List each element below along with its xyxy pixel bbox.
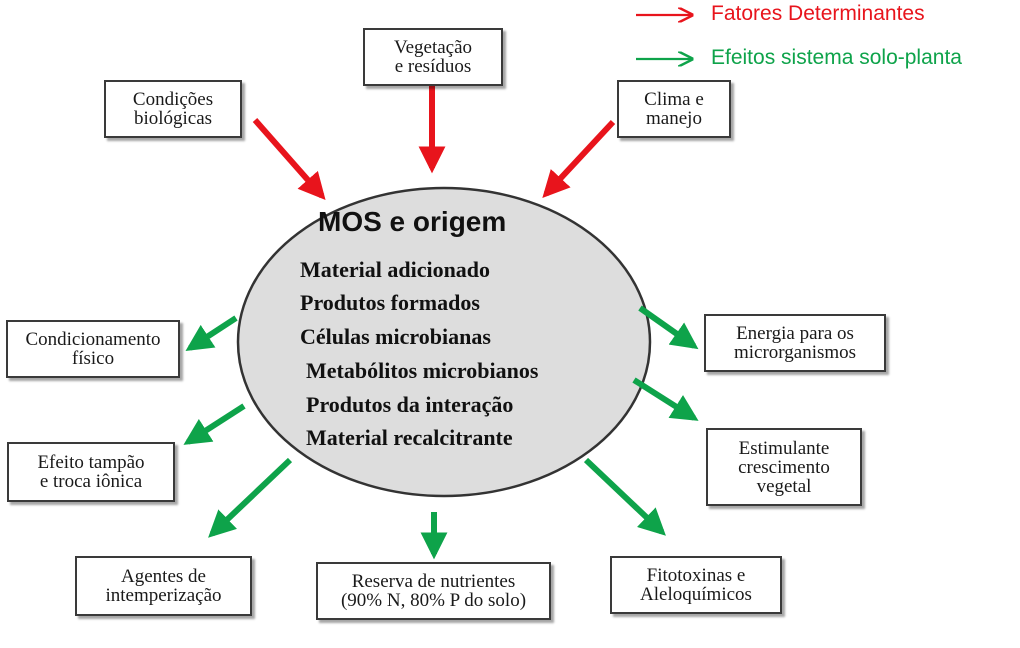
- arrow-weathering: [208, 457, 293, 538]
- center-title: MOS e origem: [318, 206, 507, 237]
- effect-physical-line-2: físico: [71, 348, 115, 369]
- arrow-growth: [632, 377, 699, 421]
- effect-phytotoxins-line-1: Fitotoxinas e: [646, 565, 746, 586]
- effect-growth-line-3: vegetal: [756, 475, 812, 497]
- arrow-phytotoxins: [583, 457, 666, 536]
- arrow-physical: [185, 315, 238, 351]
- factor-vegetation-line-1: Vegetação: [393, 37, 473, 58]
- factor-vegetation-line-2: e resíduos: [394, 56, 472, 77]
- arrow-biological: [252, 118, 326, 201]
- effect-growth-line-1: Estimulante: [738, 437, 830, 459]
- effect-box-nutrients: Reserva de nutrientes(90% N, 80% P do so…: [316, 562, 551, 620]
- effect-weathering-line-2: intemperização: [105, 585, 222, 606]
- center-item-recalcitrant-material: Material recalcitrante: [306, 425, 513, 450]
- center-item-added-material: Material adicionado: [300, 257, 491, 282]
- center-item-microbial-metabolites: Metabólitos microbianos: [306, 358, 539, 383]
- center-item-interaction-products: Produtos da interação: [306, 392, 514, 417]
- effect-nutrients-line-1: Reserva de nutrientes: [351, 571, 516, 592]
- factor-climate-line-1: Clima e: [644, 89, 704, 110]
- arrow-buffer: [183, 403, 246, 445]
- center-ellipse: [236, 186, 652, 498]
- effect-phytotoxins-line-2: Aleloquímicos: [640, 584, 752, 605]
- effect-growth-line-2: crescimento: [738, 456, 830, 478]
- effect-buffer-line-1: Efeito tampão: [37, 452, 145, 473]
- legend-effects-label: Efeitos sistema solo-planta: [711, 46, 962, 69]
- factor-biological-line-2: biológicas: [133, 108, 213, 129]
- legend-determinants-label: Fatores Determinantes: [711, 2, 925, 25]
- center-item-formed-products: Produtos formados: [300, 290, 480, 315]
- effect-buffer-line-2: e troca iônica: [39, 471, 143, 492]
- factor-climate-line-2: manejo: [646, 108, 702, 129]
- arrow-energy: [638, 305, 699, 350]
- factor-biological-line-1: Condições: [132, 89, 214, 110]
- effect-physical-line-1: Condicionamento: [25, 329, 161, 350]
- center-item-microbial-cells: Células microbianas: [300, 324, 491, 349]
- arrow-climate: [542, 119, 616, 198]
- effect-energy-line-1: Energia para os: [736, 323, 854, 344]
- effect-energy-line-2: microrganismos: [733, 342, 857, 363]
- effect-weathering-line-1: Agentes de: [121, 566, 206, 587]
- effect-nutrients-line-2: (90% N, 80% P do solo): [340, 590, 527, 611]
